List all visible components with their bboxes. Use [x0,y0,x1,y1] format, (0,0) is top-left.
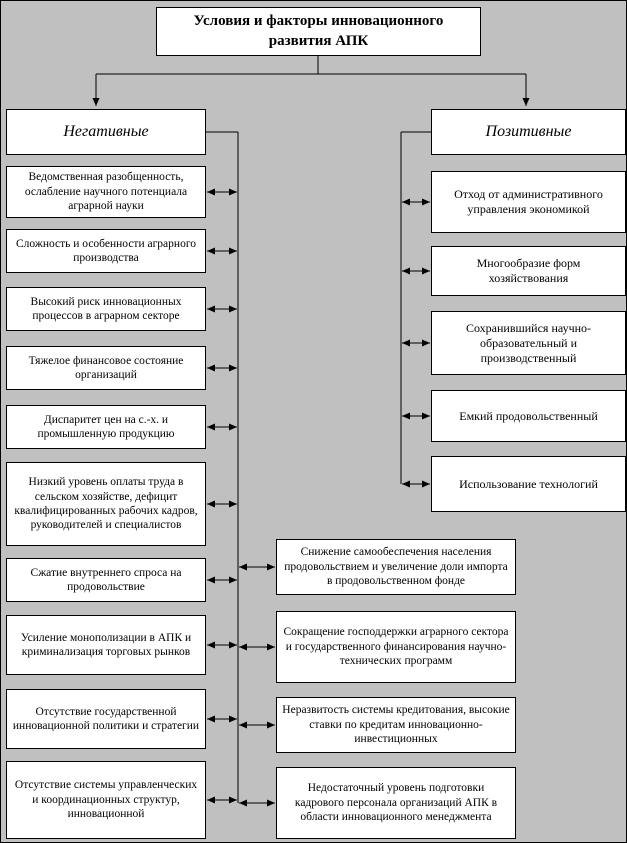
negative-connector-arrows [207,188,237,804]
negative-bottom-connector-arrows [239,563,275,807]
negative-bottom-factor-box-1: Снижение самообеспечения населения продо… [276,539,516,595]
negative-factor-box-6: Низкий уровень оплаты труда в сельском х… [6,462,206,546]
positive-factor-box-2: Многообразие форм хозяйствования [431,246,626,296]
negative-factor-box-5: Диспаритет цен на с.-х. и промышленную п… [6,405,206,449]
positive-spine [400,131,431,484]
negative-factor-box-9: Отсутствие государственной инновационной… [6,689,206,749]
negative-factor-box-2: Сложность и особенности аграрного произв… [6,229,206,273]
positive-factor-box-3: Сохранившийся научно-образовательный и п… [431,311,626,375]
positive-factor-box-5: Использование технологий [431,456,626,512]
title-branch-lines [92,56,530,106]
positive-factor-box-4: Емкий продовольственный [431,390,626,442]
positive-connector-arrows [402,198,430,488]
negative-bottom-factor-box-4: Недостаточный уровень подготовки кадрово… [276,767,516,839]
negative-spine [206,131,239,803]
negative-factor-box-7: Сжатие внутреннего спроса на продовольст… [6,558,206,602]
diagram-title: Условия и факторы инновационного развити… [156,7,481,56]
negative-branch-header: Негативные [6,109,206,155]
negative-factor-box-8: Усиление монополизации в АПК и криминали… [6,615,206,675]
negative-factor-box-4: Тяжелое финансовое состояние организаций [6,346,206,390]
negative-factor-box-3: Высокий риск инновационных процессов в а… [6,287,206,331]
positive-branch-header: Позитивные [431,109,626,155]
negative-bottom-factor-box-3: Неразвитость системы кредитования, высок… [276,697,516,753]
negative-factor-box-1: Ведомственная разобщенность, ослабление … [6,166,206,218]
positive-factor-box-1: Отход от административного управления эк… [431,171,626,233]
negative-bottom-factor-box-2: Сокращение господдержки аграрного сектор… [276,611,516,683]
negative-factor-box-10: Отсутствие системы управленческих и коор… [6,761,206,839]
